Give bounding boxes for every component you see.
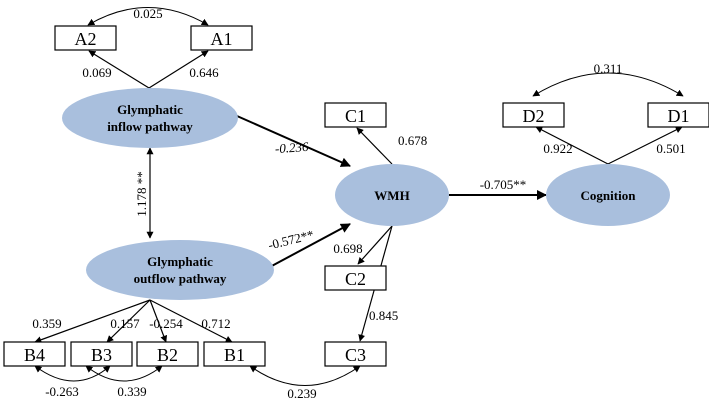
latent-cognition: Cognition: [546, 164, 670, 226]
svg-text:C1: C1: [345, 106, 366, 126]
indicator-B3: B3: [70, 341, 133, 367]
covariance-B1-C3: [249, 365, 361, 386]
coef-inflow-A1: 0.646: [189, 65, 219, 80]
covariance-D2-D1: [532, 72, 684, 97]
svg-text:WMH: WMH: [374, 188, 409, 203]
indicator-C3: C3: [324, 341, 387, 367]
svg-text:Glymphatic: Glymphatic: [117, 102, 183, 117]
coef-cov-B4-B3: -0.263: [45, 384, 79, 399]
path-outflow-B3: [106, 299, 151, 343]
covariance-B3-B2: [85, 365, 163, 382]
coef-cov-A2-A1: 0.025: [133, 6, 162, 21]
indicator-A1: A1: [190, 25, 253, 51]
svg-text:C3: C3: [345, 345, 366, 365]
coef-cov-B3-B2: 0.339: [117, 384, 146, 399]
coef-outflow-B4: 0.359: [32, 316, 61, 331]
svg-text:outflow pathway: outflow pathway: [134, 271, 227, 286]
svg-text:B2: B2: [157, 345, 178, 365]
svg-text:C2: C2: [345, 269, 366, 289]
coef-wmh-C1: 0.678: [398, 133, 427, 148]
path-outflow-wmh: [267, 223, 351, 269]
coef-outflow-B2: -0.254: [149, 316, 183, 331]
svg-text:D1: D1: [668, 106, 690, 126]
coef-inflow-A2: 0.069: [82, 65, 111, 80]
svg-text:B3: B3: [91, 345, 112, 365]
svg-text:Glymphatic: Glymphatic: [147, 254, 213, 269]
path-inflow-wmh: [236, 115, 351, 167]
coef-outflow-wmh: -0.572**: [266, 227, 315, 253]
indicator-A2: A2: [54, 25, 117, 51]
coef-outflow-B3: 0.157: [110, 316, 140, 331]
latent-wmh: WMH: [335, 164, 449, 226]
coef-cov-B1-C3: 0.239: [287, 386, 316, 401]
coef-wmh-cognition: -0.705**: [480, 177, 527, 192]
latent-inflow: Glymphatic inflow pathway: [62, 88, 238, 148]
coef-cog-D1: 0.501: [656, 141, 685, 156]
path-inflow-A1: [148, 50, 209, 89]
path-wmh-C2: [357, 225, 393, 265]
path-outflow-B2: [149, 299, 168, 343]
coef-inflow-wmh: -0.236: [274, 139, 309, 156]
covariance-A2-A1: [87, 7, 209, 26]
svg-text:B4: B4: [24, 345, 45, 365]
indicator-D2: D2: [502, 102, 565, 128]
coef-wmh-C3: 0.845: [369, 308, 398, 323]
path-wmh-C1: [356, 127, 393, 165]
svg-text:inflow pathway: inflow pathway: [107, 119, 193, 134]
svg-text:A2: A2: [75, 29, 97, 49]
coef-cog-D2: 0.922: [543, 141, 572, 156]
coef-wmh-C2: 0.698: [333, 241, 362, 256]
indicator-B2: B2: [136, 341, 199, 367]
coef-cov-D2-D1: 0.311: [594, 61, 623, 76]
path-outflow-B1: [149, 299, 233, 343]
path-inflow-A2: [88, 50, 150, 89]
path-outflow-B4: [34, 299, 151, 344]
path-cognition-D2: [535, 126, 609, 165]
indicator-B1: B1: [203, 341, 266, 367]
latent-outflow: Glymphatic outflow pathway: [86, 240, 274, 300]
covariance-B4-B3: [34, 365, 111, 382]
indicator-C2: C2: [324, 265, 387, 291]
indicator-D1: D1: [647, 102, 709, 128]
path-cognition-D1: [607, 126, 683, 165]
indicator-C1: C1: [324, 102, 387, 128]
svg-text:A1: A1: [211, 29, 233, 49]
svg-text:B1: B1: [224, 345, 245, 365]
svg-text:Cognition: Cognition: [581, 188, 637, 203]
coef-cov-inflow-outflow: 1.178 **: [134, 171, 149, 217]
indicator-B4: B4: [3, 341, 66, 367]
svg-text:D2: D2: [523, 106, 545, 126]
coef-outflow-B1: 0.712: [201, 316, 230, 331]
